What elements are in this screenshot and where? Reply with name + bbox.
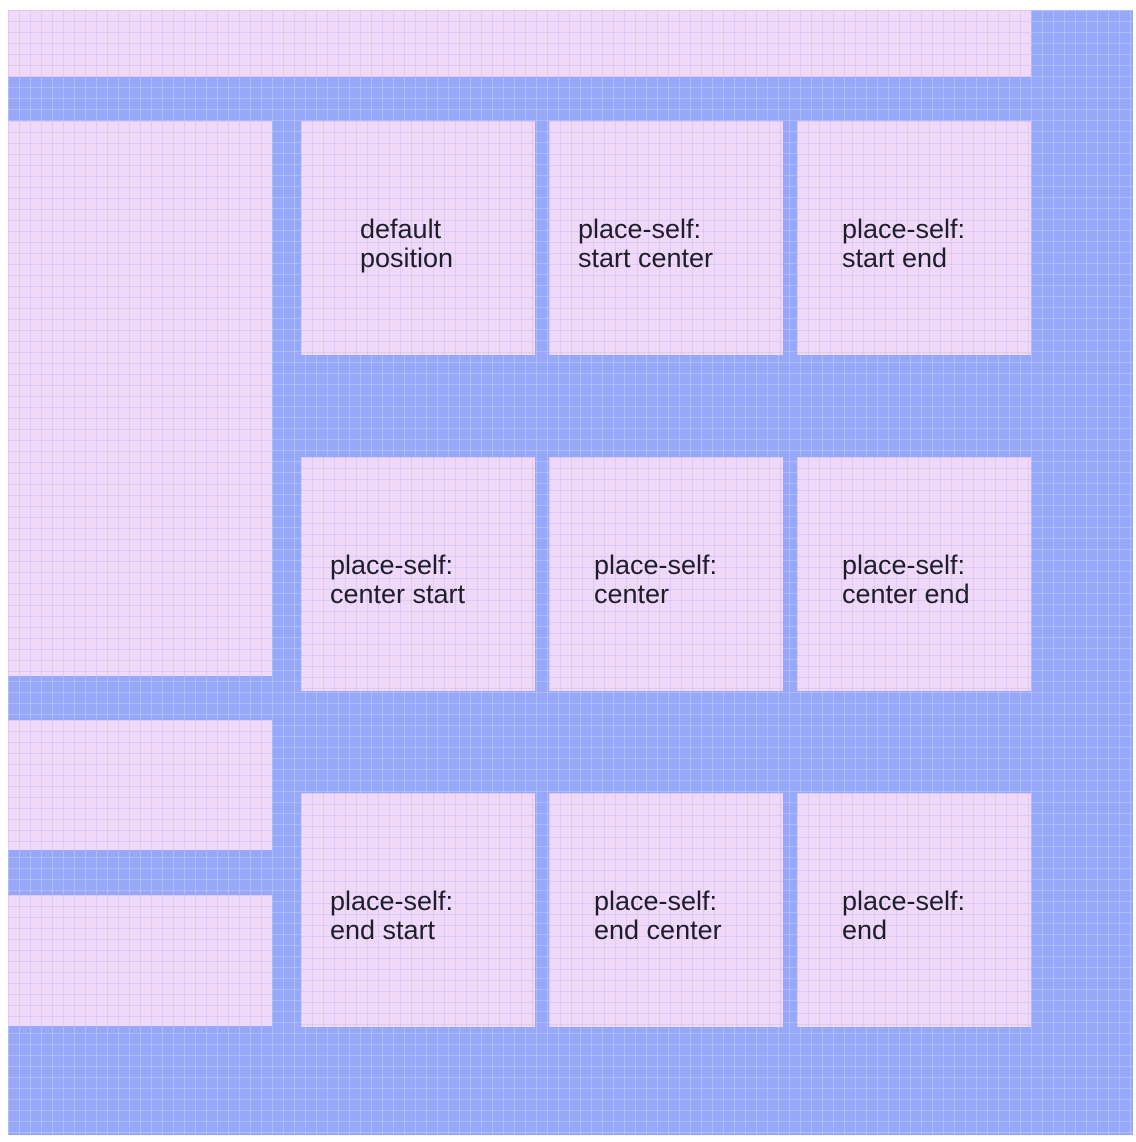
cell-label-line: default	[360, 214, 442, 244]
cell-label-line: place-self:	[842, 886, 966, 916]
cell-label: default position	[360, 215, 453, 273]
cell-label: place-self: start center	[578, 215, 713, 273]
header-area	[8, 10, 1031, 77]
grid-cell-start-center: place-self: start center	[549, 121, 783, 355]
cell-label-line: end start	[330, 915, 436, 945]
grid-container: default position place-self: start cente…	[8, 10, 1133, 1135]
sidebar-area-top	[8, 121, 272, 676]
cell-label-line: place-self:	[330, 886, 454, 916]
sidebar-area-bottom	[8, 895, 272, 1026]
grid-cell-start-end: place-self: start end	[797, 121, 1031, 355]
grid-cell-end: place-self: end	[797, 793, 1031, 1027]
grid-cell-end-start: place-self: end start	[301, 793, 535, 1027]
cell-label-line: end	[842, 915, 888, 945]
grid-cell-end-center: place-self: end center	[549, 793, 783, 1027]
cell-label-line: place-self:	[842, 214, 966, 244]
cell-label: place-self: center end	[842, 551, 970, 609]
grid-cell-center-start: place-self: center start	[301, 457, 535, 691]
grid-cell-center: place-self: center	[549, 457, 783, 691]
cell-label-line: place-self:	[330, 550, 454, 580]
cell-label-line: place-self:	[594, 550, 718, 580]
cell-label: place-self: end	[842, 887, 965, 945]
cell-label-line: position	[360, 243, 454, 273]
cell-label-line: center end	[842, 579, 970, 609]
cell-label-line: place-self:	[594, 886, 718, 916]
cell-label-line: center start	[330, 579, 466, 609]
grid-cell-center-end: place-self: center end	[797, 457, 1031, 691]
cell-label-line: center	[594, 579, 670, 609]
cell-label-line: end center	[594, 915, 722, 945]
cell-label: place-self: start end	[842, 215, 965, 273]
grid-cell-default-position: default position	[301, 121, 535, 355]
cell-label-line: place-self:	[578, 214, 702, 244]
cell-label: place-self: center start	[330, 551, 465, 609]
cell-label: place-self: end start	[330, 887, 453, 945]
cell-label: place-self: end center	[594, 887, 722, 945]
cell-label: place-self: center	[594, 551, 717, 609]
cell-label-line: start end	[842, 243, 948, 273]
cell-label-line: start center	[578, 243, 714, 273]
sidebar-area-middle	[8, 720, 272, 850]
cell-label-line: place-self:	[842, 550, 966, 580]
